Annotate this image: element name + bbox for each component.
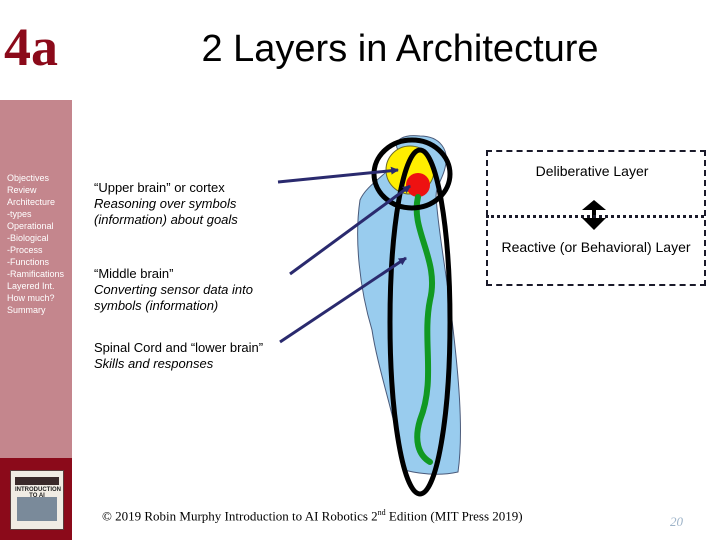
spinal-cord-label: Spinal Cord and “lower brain” Skills and… xyxy=(94,340,324,372)
deliberative-layer-label: Deliberative Layer xyxy=(520,162,664,180)
page-number: 20 xyxy=(670,514,683,530)
middle-brain-heading: “Middle brain” xyxy=(94,266,294,282)
middle-brain-label: “Middle brain” Converting sensor data in… xyxy=(94,266,294,314)
middle-brain-description: Converting sensor data into symbols (inf… xyxy=(94,282,294,314)
copyright-footer: © 2019 Robin Murphy Introduction to AI R… xyxy=(102,508,622,524)
spinal-cord-heading: Spinal Cord and “lower brain” xyxy=(94,340,324,356)
layers-divider xyxy=(486,215,704,218)
footer-text-end: Edition (MIT Press 2019) xyxy=(386,508,523,523)
reactive-layer-label: Reactive (or Behavioral) Layer xyxy=(496,238,696,256)
footer-superscript: nd xyxy=(378,508,386,517)
footer-text: © 2019 Robin Murphy Introduction to AI R… xyxy=(102,508,378,523)
middle-brain-circle xyxy=(406,173,430,197)
upper-brain-heading: “Upper brain” or cortex xyxy=(94,180,274,196)
upper-brain-description: Reasoning over symbols (information) abo… xyxy=(94,196,274,228)
spinal-cord-description: Skills and responses xyxy=(94,356,324,372)
upper-brain-label: “Upper brain” or cortex Reasoning over s… xyxy=(94,180,274,228)
